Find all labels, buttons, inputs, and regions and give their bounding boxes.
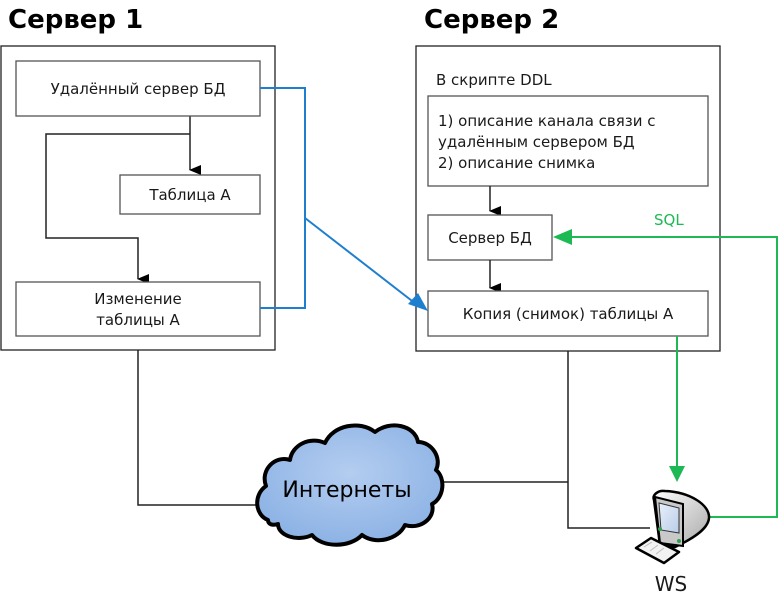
server1-network-link: [137, 350, 268, 506]
ws-to-dbserver-link: [570, 236, 778, 518]
sql-links: SQL: [553, 211, 778, 518]
remote-db-server-box[interactable]: [15, 60, 261, 117]
ddl-description-box[interactable]: [427, 95, 709, 187]
workstation-label: WS: [655, 572, 687, 596]
server1-title: Сервер 1: [8, 5, 143, 35]
network-links: [137, 350, 650, 529]
computer-icon[interactable]: [634, 489, 711, 565]
change-table-node[interactable]: Изменение таблицы A: [15, 281, 261, 337]
change-table-label-line1: Изменение: [94, 290, 182, 308]
internet-cloud[interactable]: Интернеты: [255, 423, 445, 547]
ddl-line2: удалённым сервером БД: [438, 133, 635, 151]
cloud-label: Интернеты: [282, 478, 411, 503]
db-server-node[interactable]: Сервер БД: [427, 214, 553, 261]
sql-label: SQL: [654, 211, 684, 229]
replication-arrowhead: [408, 293, 428, 311]
ddl-description-node[interactable]: 1) описание канала связи с удалённым сер…: [427, 95, 709, 187]
ddl-line1: 1) описание канала связи с: [438, 112, 656, 130]
db-server-box[interactable]: [427, 214, 553, 261]
ws-arrowhead: [669, 466, 685, 482]
dbserver-arrowhead: [553, 229, 572, 245]
db-server-label: Сервер БД: [448, 229, 532, 247]
table-a-label: Таблица A: [148, 186, 231, 204]
table-a-node[interactable]: Таблица A: [119, 174, 261, 215]
workstation-node[interactable]: WS: [634, 489, 711, 596]
change-table-box[interactable]: [15, 281, 261, 337]
server1-internal-links: [45, 116, 201, 284]
remote-db-server-label: Удалённый сервер БД: [51, 80, 226, 98]
cloud-icon[interactable]: [255, 423, 445, 547]
remote-db-server-node[interactable]: Удалённый сервер БД: [15, 60, 261, 117]
table-a-box[interactable]: [119, 174, 261, 215]
replication-arrow-line: [304, 217, 417, 305]
replication-link: [260, 87, 428, 311]
ddl-script-label: В скрипте DDL: [436, 71, 552, 89]
change-table-label-line2: таблицы A: [96, 311, 180, 329]
replication-bracket: [260, 87, 306, 309]
server2-title: Сервер 2: [424, 5, 559, 35]
snapshot-node[interactable]: Копия (снимок) таблицы A: [427, 290, 709, 337]
ddl-line3: 2) описание снимка: [438, 154, 595, 172]
server2-to-ws-link: [567, 351, 650, 529]
arrow-remote-to-change: [45, 133, 190, 284]
snapshot-box[interactable]: [427, 290, 709, 337]
snapshot-label: Копия (снимок) таблицы A: [463, 305, 674, 323]
